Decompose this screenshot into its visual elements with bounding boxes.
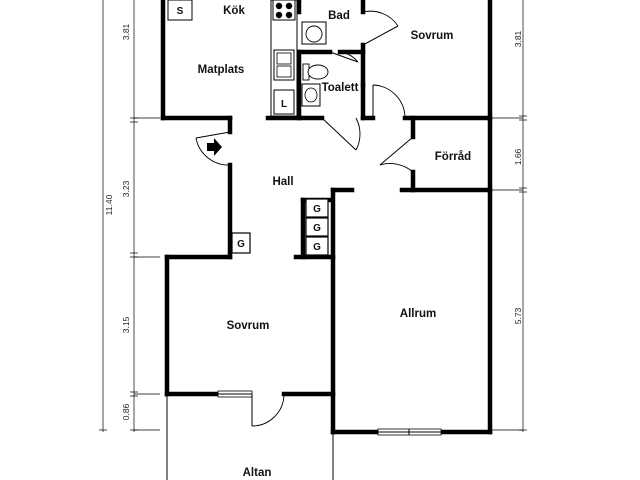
room-label-matplats: Matplats: [198, 64, 245, 76]
closet-box-1: [305, 198, 329, 218]
closets: [231, 198, 329, 256]
dim-label-left-4: 0.86: [121, 403, 131, 420]
room-label-kok: Kök: [223, 5, 245, 17]
stove-icon: [272, 0, 296, 21]
window-sovrum: [217, 390, 253, 398]
sink-icon: [273, 49, 295, 81]
toilet-basin-icon: [301, 83, 321, 107]
dim-label-right-1: 3.81: [513, 30, 523, 47]
window-allrum: [377, 428, 442, 436]
walls: [160, 0, 493, 435]
room-label-bad: Bad: [328, 10, 350, 22]
dim-label-left-2: 3.23: [121, 180, 131, 197]
windows: [217, 390, 442, 436]
closet-box-2: [305, 217, 329, 237]
closet-label-3: G: [313, 242, 321, 253]
dim-label-left-1: 3.81: [121, 23, 131, 40]
dim-label-total: 11.40: [104, 194, 114, 215]
bath-fixtures: [301, 21, 329, 107]
closet-hall-box: [231, 232, 251, 254]
dim-label-left-3: 3.15: [121, 316, 131, 333]
altan-outline: [166, 394, 334, 480]
room-label-sovrum-top: Sovrum: [411, 30, 454, 42]
entrance-arrow-icon: [207, 138, 222, 156]
room-label-forrad: Förråd: [435, 151, 471, 163]
storage-box-s: [167, 0, 193, 21]
closet-label-2: G: [313, 223, 321, 234]
dim-label-right-3: 5.73: [513, 307, 523, 324]
closet-label-hall: G: [237, 239, 245, 250]
fridge-label-l: L: [281, 99, 287, 110]
fridge-box: [273, 89, 295, 115]
room-label-toalett: Toalett: [322, 82, 359, 94]
room-label-hall: Hall: [272, 176, 293, 188]
stove-label-s: S: [177, 6, 184, 17]
door-swings: [195, 10, 414, 427]
dimension-lines: [99, 0, 527, 432]
dim-label-right-2: 1.66: [513, 148, 523, 165]
closet-label-1: G: [313, 204, 321, 215]
closet-box-3: [305, 236, 329, 256]
room-label-allrum: Allrum: [400, 308, 436, 320]
kitchen-fixtures: [167, 0, 298, 117]
toilet-icon: [302, 63, 329, 81]
room-label-sovrum-bottom: Sovrum: [227, 320, 270, 332]
washbasin-icon: [301, 21, 327, 45]
room-label-altan: Altan: [243, 467, 272, 479]
